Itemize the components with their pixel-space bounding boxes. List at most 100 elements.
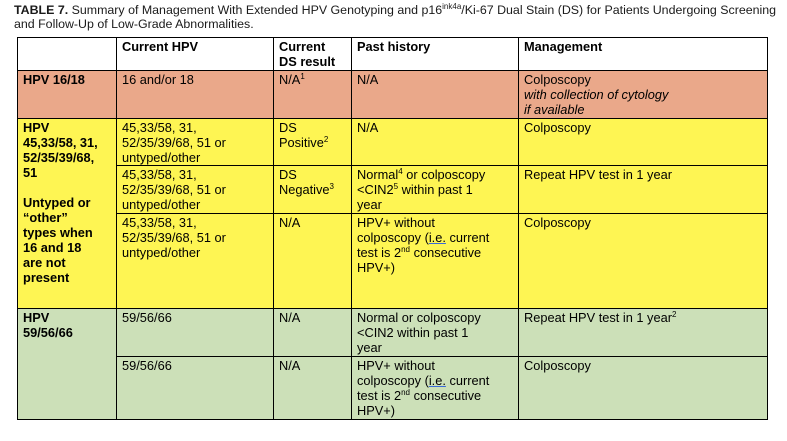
cell-management: Colposcopy [518,356,768,420]
group-hpv-595666: HPV 59/56/66 [17,308,117,420]
row-yellow-1: HPV 45,33/58, 31, 52/35/39/68, 51 Untype… [17,118,768,309]
row-yellow-2: 45,33/58, 31, 52/35/39/68, 51 or untyped… [17,165,768,214]
header-current-hpv: Current HPV [116,37,274,71]
hist-text: HPV+) [357,403,396,418]
table-caption: TABLE 7. Summary of Management With Exte… [14,3,784,32]
header-ds-line1: Current [279,39,326,54]
mgmt-sup: 2 [671,310,677,319]
table-label: TABLE 7. [14,3,69,17]
group-hpv1618: HPV 16/18 [17,70,117,119]
hist-sup: 5 [393,182,399,191]
hist-text: HPV+) [357,260,396,275]
caption-text-pre: Summary of Management With Extended HPV … [71,3,443,17]
hist-text: consecutive [410,245,482,260]
hist-text: colposcopy ( [357,373,429,388]
group-line: 45,33/58, 31, [23,135,98,150]
group-line: 16 and 18 [23,240,82,255]
cell-management: Colposcopy with collection of cytology i… [518,70,768,119]
group-hpv-other: HPV 45,33/58, 31, 52/35/39/68, 51 Untype… [17,118,117,309]
hist-text: <CIN2 within past 1 [357,325,469,340]
cell-current-hpv: 16 and/or 18 [116,70,274,119]
cell-current-hpv: 45,33/58, 31, 52/35/39/68, 51 or untyped… [116,213,274,309]
hist-text: consecutive [410,388,482,403]
hpv-line: 52/35/39/68, 51 or [122,230,226,245]
hist-underlined: i.e. [428,373,446,388]
hist-text: Normal or colposcopy [357,310,481,325]
hist-text: HPV+ without [357,215,435,230]
group-line: present [23,270,70,285]
hist-text: Normal [357,167,399,182]
group-line: are not [23,255,66,270]
hist-text: test is 2 [357,245,402,260]
hpv-line: 45,33/58, 31, [122,167,197,182]
group-line: “other” [23,210,68,225]
cell-management: Repeat HPV test in 1 year [518,165,768,214]
row-green-1: HPV 59/56/66 59/56/66 N/A Normal or colp… [17,308,768,420]
cell-ds-result: N/A [273,308,352,357]
group-line: HPV [23,120,50,135]
cell-management: Colposcopy [518,118,768,166]
hist-underlined: i.e. [428,230,446,245]
group-line: HPV [23,310,50,325]
cell-management: Repeat HPV test in 1 year2 [518,308,768,357]
hpv-line: untyped/other [122,197,201,212]
group-line: 52/35/39/68, [23,150,95,165]
mgmt-line2: with collection of cytology [524,87,669,102]
header-ds-result: Current DS result [273,37,352,71]
ds-text: N/A [279,72,301,87]
hpv-line: 45,33/58, 31, [122,215,197,230]
header-group [17,37,117,71]
cell-ds-result: DS Negative3 [273,165,352,214]
hpv-line: 52/35/39/68, 51 or [122,182,226,197]
management-table: Current HPV Current DS result Past histo… [17,37,768,420]
cell-management: Colposcopy [518,213,768,309]
hist-text: within past 1 [398,182,473,197]
ds-sup: 1 [300,72,305,81]
ds-line: DS [279,120,297,135]
hpv-line: untyped/other [122,245,201,260]
group-line: 59/56/66 [23,325,73,340]
hist-text: or colposcopy [402,167,486,182]
cell-current-hpv: 59/56/66 [116,356,274,420]
row-green-2: 59/56/66 N/A HPV+ without colposcopy (i.… [17,356,768,420]
ds-sup: 2 [323,135,329,144]
mgmt-text: Repeat HPV test in 1 year [524,310,672,325]
row-yellow-3: 45,33/58, 31, 52/35/39/68, 51 or untyped… [17,213,768,309]
cell-ds-result: DS Positive2 [273,118,352,166]
group-line: Untyped or [23,195,91,210]
hist-sup: 4 [398,167,403,176]
hist-sup: nd [401,388,411,397]
cell-ds-result: N/A [273,213,352,309]
ds-sup: 3 [329,182,334,191]
cell-ds-result: N/A1 [273,70,352,119]
cell-past-history: N/A [351,70,519,119]
cell-current-hpv: 45,33/58, 31, 52/35/39/68, 51 or untyped… [116,118,274,166]
mgmt-line3: if available [524,102,585,117]
cell-current-hpv: 59/56/66 [116,308,274,357]
hpv-line: 45,33/58, 31, [122,120,197,135]
hpv-line: untyped/other [122,150,201,165]
hist-text: <CIN2 [357,182,394,197]
hist-text: colposcopy ( [357,230,429,245]
ds-line: Positive [279,135,324,150]
header-management: Management [518,37,768,71]
hpv-line: 52/35/39/68, 51 or [122,135,226,150]
ds-line: Negative [279,182,330,197]
caption-text-post: /Ki-67 Dual Stain (DS) for Patients Unde… [14,3,777,31]
cell-past-history: Normal or colposcopy <CIN2 within past 1… [351,308,519,357]
cell-past-history: HPV+ without colposcopy (i.e. current te… [351,356,519,420]
hist-text: year [357,340,382,355]
mgmt-line1: Colposcopy [524,72,591,87]
cell-past-history: Normal4 or colposcopy <CIN25 within past… [351,165,519,214]
row-hpv1618: HPV 16/18 16 and/or 18 N/A1 N/A Colposco… [17,70,768,119]
cell-current-hpv: 45,33/58, 31, 52/35/39/68, 51 or untyped… [116,165,274,214]
hist-text: year [357,197,382,212]
hist-sup: nd [401,245,411,254]
cell-past-history: N/A [351,118,519,166]
header-row: Current HPV Current DS result Past histo… [17,37,768,71]
cell-ds-result: N/A [273,356,352,420]
group-line: 51 [23,165,38,180]
hist-text: current [445,373,490,388]
hist-text: test is 2 [357,388,402,403]
ds-line: DS [279,167,297,182]
